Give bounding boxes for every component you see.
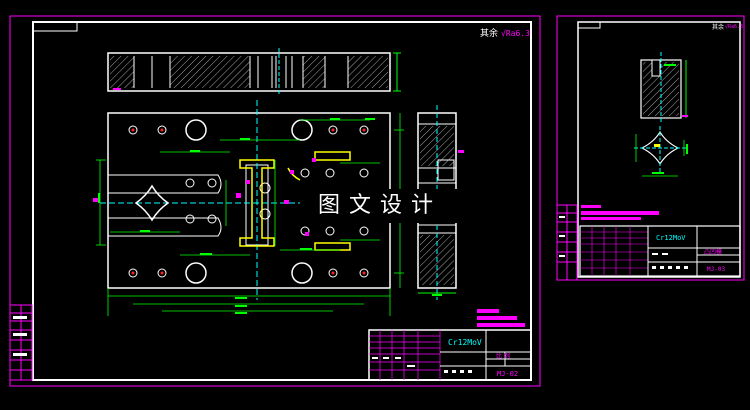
part-name-right: 凸凹模 — [704, 248, 722, 256]
sheet-right: 其余 √Ra6.3 — [556, 15, 745, 281]
title-block-left: Cr12MoV 比 例 MJ-02 — [368, 329, 532, 381]
roughness-note-left: 其余 — [480, 27, 498, 39]
sheet-left-tab — [32, 21, 78, 32]
roughness-value-right: √Ra6.3 — [725, 24, 743, 30]
sheet-left-inner-frame — [32, 21, 532, 381]
sheet-right-outer-border — [556, 15, 745, 281]
sheet-left-outer-border — [9, 15, 541, 387]
sheet-right-inner-frame — [577, 21, 741, 278]
drawing-number-right: MJ-03 — [707, 266, 725, 273]
watermark: 图文设计 — [300, 189, 460, 223]
scale-label-left: 比 例 — [496, 352, 510, 360]
technical-notes-right — [581, 205, 659, 220]
star-cavity — [134, 184, 170, 222]
sheet-left: 其余 √Ra6.3 — [9, 15, 541, 387]
drawing-number-left: MJ-02 — [497, 370, 518, 378]
left-revision-strip-fill — [13, 316, 27, 356]
roughness-note-right: 其余 — [712, 23, 724, 31]
roughness-value-left: √Ra6.3 — [501, 29, 530, 38]
technical-notes-left — [477, 309, 525, 327]
punch-plan-view — [634, 126, 688, 177]
top-view — [107, 48, 401, 96]
material-label-right: Cr12MoV — [656, 234, 686, 242]
right-revision-strip — [556, 204, 578, 281]
title-block-right: Cr12MoV 凸凹模 MJ-03 — [579, 225, 741, 277]
material-label-left: Cr12MoV — [448, 338, 482, 347]
punch-side-view — [640, 52, 688, 124]
